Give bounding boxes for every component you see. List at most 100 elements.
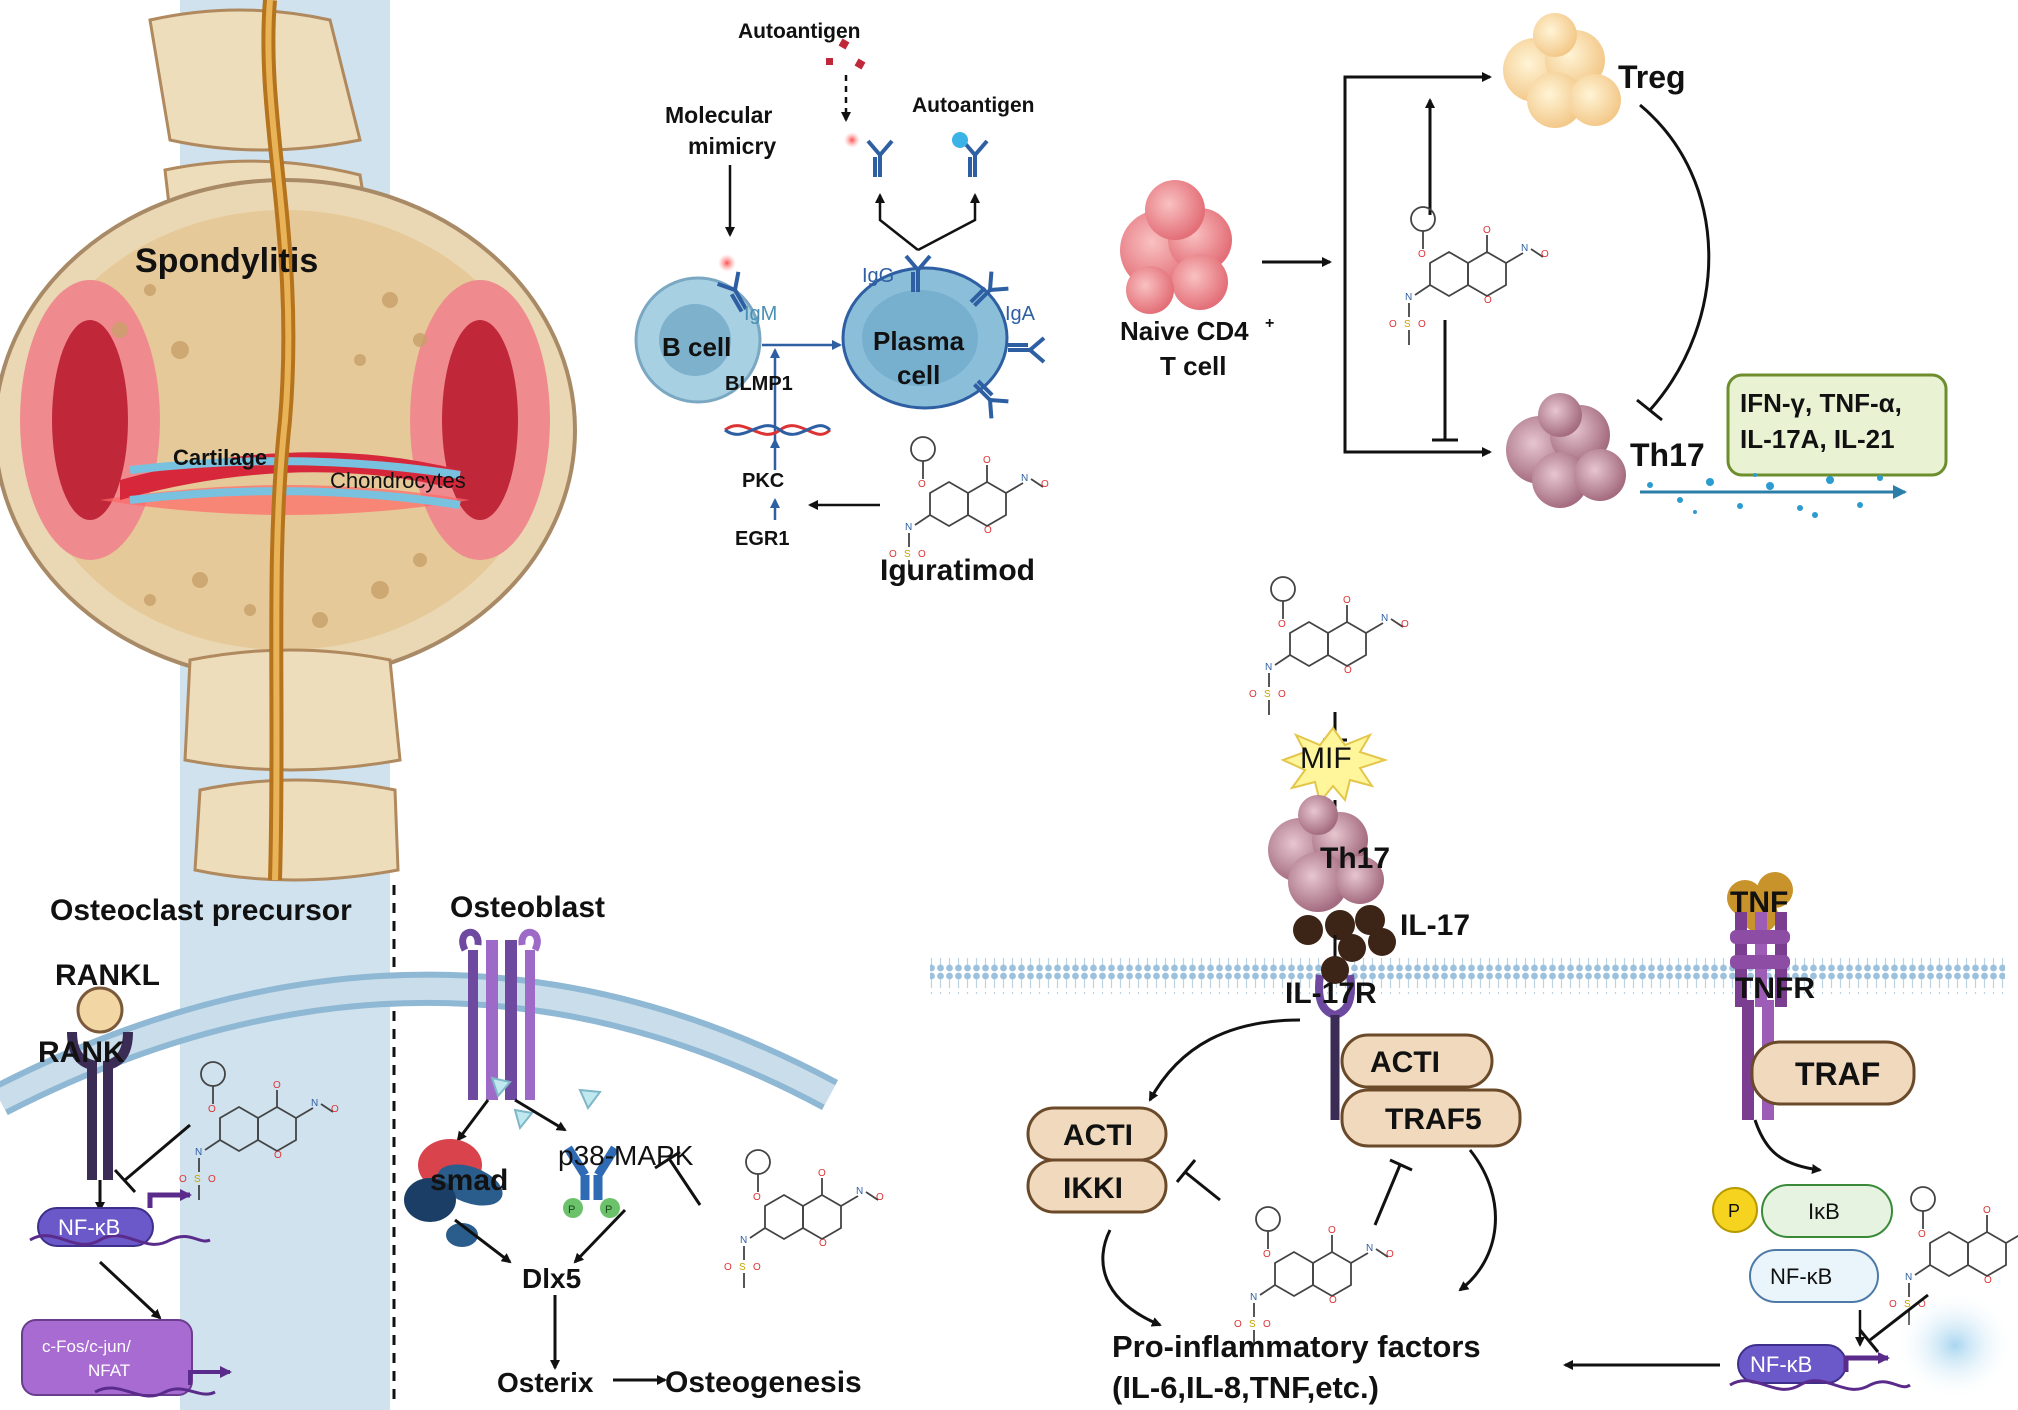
proinflammatory-examples-label: (IL-6,IL-8,TNF,etc.): [1112, 1370, 1379, 1405]
spondylitis-label: Spondylitis: [135, 242, 318, 280]
inhibit-bar: [113, 1168, 137, 1194]
cytokines-label-1: IFN-γ, TNF-α,: [1740, 388, 1902, 418]
plasma-cell-label: cell: [897, 360, 940, 390]
il17r-label: IL-17R: [1285, 977, 1377, 1010]
antigen-glow: [952, 132, 968, 148]
acti-node: [1340, 1033, 1494, 1089]
nfkb-nuclear-label: NF-κB: [1750, 1352, 1812, 1377]
drug-inhibits-p38: [668, 1159, 702, 1206]
b-cell-panel: [634, 38, 1050, 576]
molecular-mimicry-label-2: mimicry: [688, 133, 776, 159]
rank-receptor: [103, 1031, 133, 1180]
naive-cd4-label: Naive CD4: [1120, 316, 1249, 346]
rank-receptor: [67, 1031, 97, 1180]
ikki-label: IKKI: [1063, 1172, 1123, 1205]
tnfr-label: TNFR: [1735, 972, 1815, 1005]
t-cell-label: T cell: [1160, 351, 1226, 381]
egr1-label: EGR1: [735, 528, 789, 550]
acti-label-2: ACTI: [1063, 1119, 1133, 1152]
mif-label: MIF: [1300, 742, 1352, 775]
igm-label: IgM: [744, 303, 777, 325]
p38-to-dlx5-arrow: [573, 1208, 627, 1264]
rankl-label: RANKL: [55, 959, 160, 992]
smad-label: smad: [430, 1164, 508, 1197]
transcription-arrow: [188, 1366, 232, 1385]
inhibit-bar: [1175, 1159, 1197, 1183]
cfos-node: [21, 1319, 193, 1396]
cytokine-dots: [1647, 473, 1883, 518]
inhibit-bar: [654, 1150, 681, 1170]
treg-label: Treg: [1618, 59, 1686, 95]
il17-label: IL-17: [1400, 909, 1470, 942]
th17-cells: [1506, 393, 1626, 508]
traf5-node: [1340, 1088, 1522, 1148]
iga-antibody: [1006, 336, 1046, 364]
plasma-cell-nucleus: [862, 290, 978, 386]
cytokine-box: [1726, 373, 1948, 477]
treg-cells: [1503, 13, 1621, 128]
phospho-label: P: [1728, 1201, 1740, 1221]
naive-cd4-t-cell: [1120, 180, 1232, 314]
receptor-to-p38-arrow: [514, 1098, 567, 1132]
iguratimod-structure: [1248, 576, 1410, 716]
antibody-release-arrow: [917, 193, 980, 252]
receptor-to-acti-arrow: [1148, 1018, 1301, 1102]
nfkb-cyto-label: NF-κB: [1770, 1264, 1832, 1289]
blmp1-label: BLMP1: [725, 373, 793, 395]
signal-triangle: [513, 1108, 534, 1131]
ikb-node: [1761, 1184, 1893, 1238]
mif-burst: [1280, 726, 1389, 805]
autoantigen-top-label: Autoantigen: [738, 20, 860, 43]
autoantigen-particle: [838, 38, 850, 50]
autoantigen-right-label: Autoantigen: [912, 94, 1034, 117]
iguratimod-structure: [723, 1149, 885, 1289]
nfkb-node-cyto: [1749, 1249, 1879, 1303]
osteoblast-receptor: [459, 928, 541, 1100]
plasma-label: Plasma: [873, 326, 965, 356]
signal-triangle: [578, 1088, 602, 1110]
traf-node: [1750, 1040, 1916, 1106]
cartilage-label: Cartilage: [173, 445, 267, 470]
b-cell-label: B cell: [662, 332, 731, 362]
antigen-glow: [844, 132, 860, 148]
iguratimod-label: Iguratimod: [880, 554, 1035, 587]
receptor-to-smad-arrow: [456, 1099, 490, 1142]
tnf-label: TNF: [1730, 886, 1788, 919]
ikb-label: IκB: [1808, 1199, 1840, 1224]
osteo-panel: [0, 885, 885, 1405]
rankl-ligand: [76, 986, 124, 1034]
inhibit-bar: [1636, 398, 1663, 422]
inhibit-bar: [1389, 1158, 1413, 1172]
ikki-node: [1026, 1158, 1168, 1214]
acti-label: ACTI: [1370, 1046, 1440, 1079]
il17-tnf-panel: [930, 576, 2018, 1400]
naive-cd4-superscript: +: [1265, 315, 1274, 332]
treg-inhibits-th17: [1639, 103, 1711, 411]
plasma-membrane: [930, 958, 2005, 994]
iguratimod-structure: [1388, 206, 1550, 346]
dna-helix: [1729, 1379, 1911, 1391]
phospho-marker: [1712, 1187, 1758, 1233]
osteogenesis-label: Osteogenesis: [665, 1366, 862, 1399]
transcription-arrow: [147, 1189, 192, 1208]
released-antibody: [866, 139, 894, 179]
dna-helix: [724, 424, 832, 436]
autoantigen-particle: [854, 58, 866, 70]
antigen-glow: [718, 254, 736, 272]
rank-label: RANK: [38, 1036, 125, 1069]
chondrocytes-label: Chondrocytes: [330, 468, 466, 493]
osterix-label: Osterix: [497, 1367, 594, 1398]
il17-bound: [1321, 956, 1349, 984]
transcription-arrow: [1843, 1352, 1890, 1372]
released-antibody: [961, 139, 989, 179]
autoantigen-particle: [826, 58, 833, 65]
il17-molecules: [1293, 905, 1396, 962]
nfkb-label: NF-κB: [58, 1215, 120, 1240]
p38-phospho-label-2: P: [605, 1204, 612, 1216]
drug-inhibits-nfkb: [124, 1123, 191, 1182]
proinflammatory-label: Pro-inflammatory factors: [1112, 1329, 1481, 1364]
p38-label: p38-MAPK: [558, 1140, 694, 1171]
b-cell-nucleus: [659, 304, 731, 376]
dna-helix: [29, 1234, 211, 1246]
